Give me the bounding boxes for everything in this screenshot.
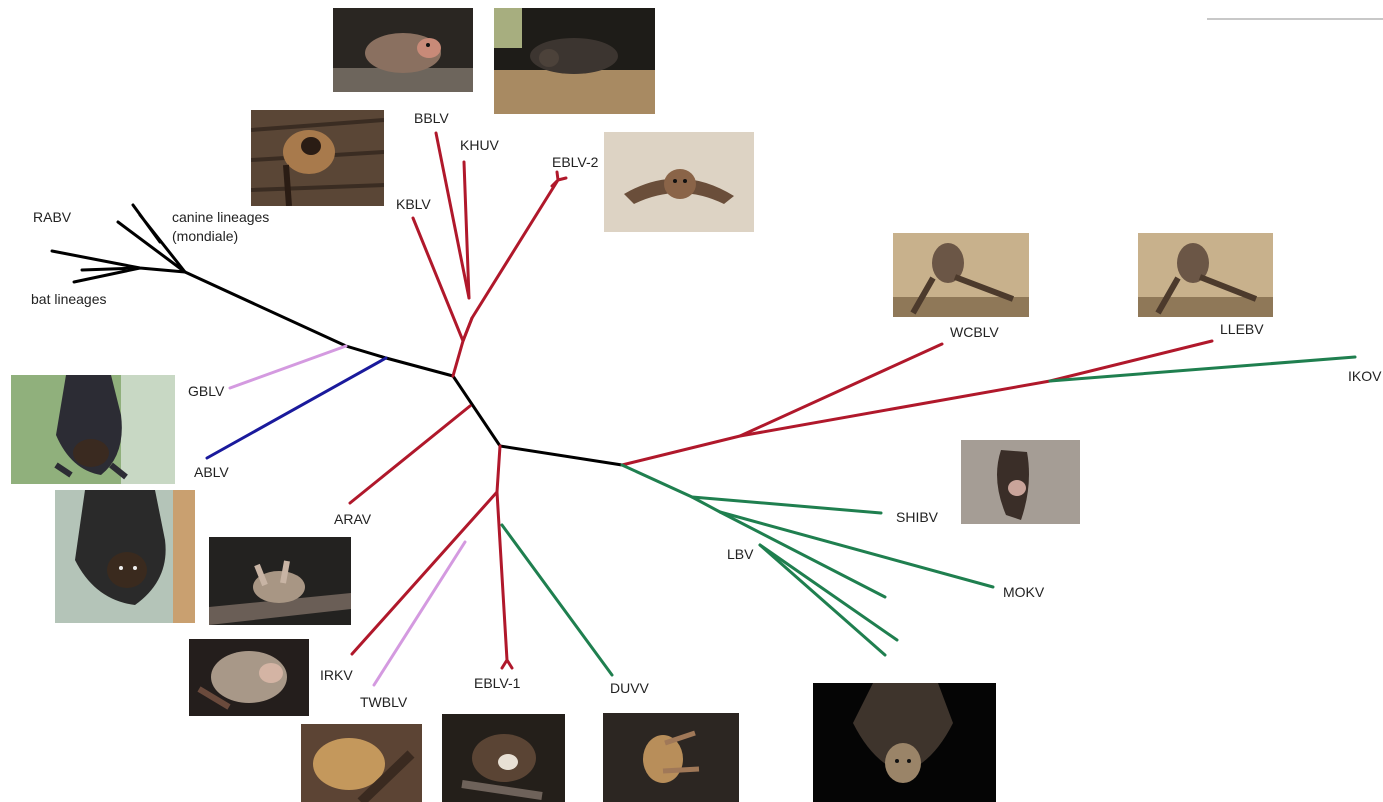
label-bblv: BBLV bbox=[414, 110, 449, 126]
branch-mokv bbox=[720, 512, 993, 587]
branch-duvv bbox=[502, 525, 612, 675]
branch-irkv bbox=[352, 492, 497, 654]
label-eblv1: EBLV-1 bbox=[474, 675, 521, 691]
label-gblv: GBLV bbox=[188, 383, 225, 399]
branch-green-stem bbox=[622, 465, 720, 512]
label-ikov: IKOV bbox=[1348, 368, 1382, 384]
label-kblv: KBLV bbox=[396, 196, 431, 212]
branch-lbv-3 bbox=[760, 545, 885, 655]
label-shibv: SHIBV bbox=[896, 509, 939, 525]
label-llebv: LLEBV bbox=[1220, 321, 1264, 337]
label-wcblv: WCBLV bbox=[950, 324, 999, 340]
label-duvv: DUVV bbox=[610, 680, 650, 696]
label-mokv: MOKV bbox=[1003, 584, 1045, 600]
label-irkv: IRKV bbox=[320, 667, 353, 683]
branch-right-red bbox=[622, 341, 1212, 465]
branch-backbone bbox=[453, 376, 622, 465]
label-rabv: RABV bbox=[33, 209, 72, 225]
branch-bblv bbox=[436, 133, 469, 298]
branch-gblv bbox=[230, 346, 346, 388]
branch-eblv1 bbox=[497, 492, 512, 668]
label-arav: ARAV bbox=[334, 511, 372, 527]
branch-eblv2 bbox=[472, 172, 566, 318]
label-lbv: LBV bbox=[727, 546, 754, 562]
label-bat-lineages: bat lineages bbox=[31, 291, 107, 307]
label-ablv: ABLV bbox=[194, 464, 229, 480]
branch-kblv bbox=[413, 218, 472, 341]
label-eblv2: EBLV-2 bbox=[552, 154, 599, 170]
branch-bottom-stem bbox=[497, 446, 500, 492]
branch-ablv bbox=[207, 358, 386, 458]
label-canine-lineages: canine lineages bbox=[172, 209, 269, 225]
label-twblv: TWBLV bbox=[360, 694, 408, 710]
branch-rabv-stem bbox=[185, 272, 453, 376]
label-mondiale: (mondiale) bbox=[172, 228, 238, 244]
branch-wcblv bbox=[740, 344, 942, 436]
branch-arav bbox=[350, 406, 470, 503]
label-khuv: KHUV bbox=[460, 137, 500, 153]
